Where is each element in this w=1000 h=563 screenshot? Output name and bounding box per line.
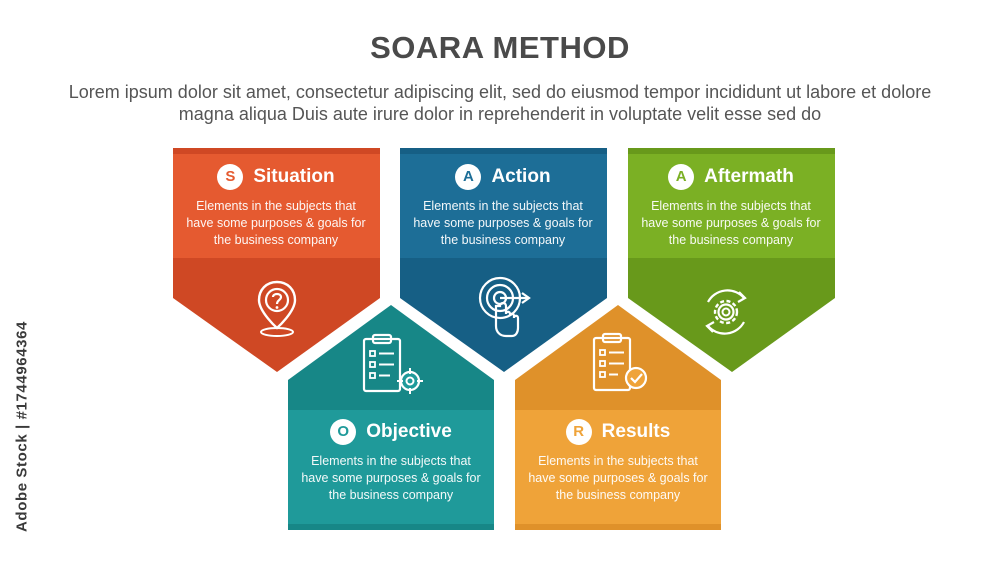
- situation-letter-badge: S: [217, 164, 244, 190]
- results-shape: [515, 305, 721, 530]
- action-shape: [400, 148, 607, 372]
- aftermath-title: Aftermath: [704, 166, 794, 187]
- clipboard-check-icon: [592, 332, 648, 392]
- card-aftermath: A Aftermath Elements in the subjects tha…: [628, 162, 834, 249]
- objective-description: Elements in the subjects that have some …: [301, 454, 481, 502]
- aftermath-letter-badge: A: [668, 164, 695, 190]
- objective-letter-badge: O: [330, 419, 357, 445]
- action-title: Action: [491, 166, 551, 187]
- aftermath-description: Elements in the subjects that have some …: [641, 199, 821, 247]
- results-title: Results: [601, 421, 671, 442]
- card-action: A Action Elements in the subjects that h…: [400, 162, 606, 249]
- location-question-icon: [257, 280, 297, 337]
- situation-title: Situation: [253, 166, 335, 187]
- page-title: SOARA METHOD: [370, 30, 630, 65]
- gear-cycle-icon: [705, 289, 747, 335]
- card-objective: O Objective Elements in the subjects tha…: [288, 417, 494, 504]
- target-touch-icon: [478, 276, 531, 338]
- situation-description: Elements in the subjects that have some …: [186, 199, 366, 247]
- page-subtitle: Lorem ipsum dolor sit amet, consectetur …: [68, 82, 932, 124]
- action-description: Elements in the subjects that have some …: [413, 199, 593, 247]
- clipboard-target-icon: [362, 333, 423, 394]
- card-situation: S Situation Elements in the subjects tha…: [173, 162, 379, 249]
- results-letter-badge: R: [565, 419, 592, 445]
- results-description: Elements in the subjects that have some …: [528, 454, 708, 502]
- objective-title: Objective: [366, 421, 452, 442]
- card-results: R Results Elements in the subjects that …: [515, 417, 721, 504]
- action-letter-badge: A: [455, 164, 482, 190]
